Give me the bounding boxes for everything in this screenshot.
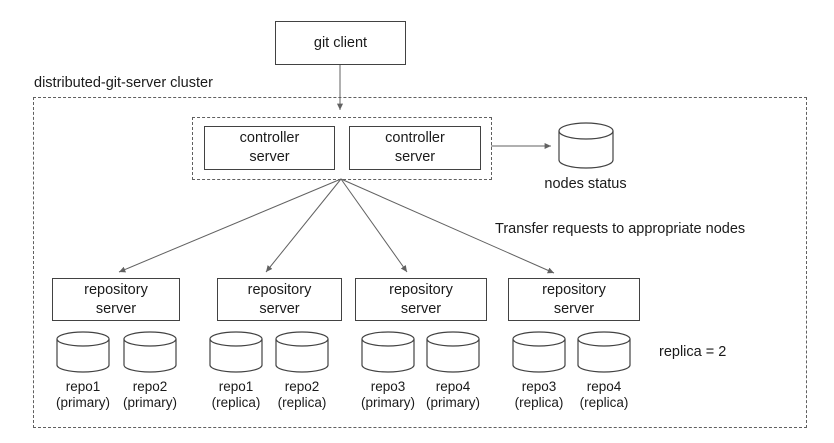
- repo-label-5: repo3 (primary): [353, 379, 423, 411]
- database-cylinder-icon: [361, 331, 415, 373]
- controller-server-node-1: controller server: [204, 126, 335, 170]
- repo-role: (replica): [579, 395, 629, 410]
- repo-role: (primary): [361, 395, 415, 410]
- database-cylinder-icon: [56, 331, 110, 373]
- repository-server-node-3: repository server: [355, 278, 487, 321]
- repo-label-4: repo2 (replica): [267, 379, 337, 411]
- repo-database-5: [361, 331, 415, 373]
- transfer-note: Transfer requests to appropriate nodes: [495, 221, 746, 237]
- database-cylinder-icon: [275, 331, 329, 373]
- cluster-boundary: [33, 97, 807, 428]
- repo-role: (primary): [123, 395, 177, 410]
- repo-name: repo3: [370, 379, 406, 394]
- repository-server-label: repository server: [542, 281, 606, 317]
- controller-server-label: controller server: [239, 130, 300, 165]
- git-client-node: git client: [275, 21, 406, 65]
- nodes-status-database: [558, 122, 614, 169]
- repo-name: repo2: [284, 379, 320, 394]
- repo-database-8: [577, 331, 631, 373]
- repository-server-node-1: repository server: [52, 278, 180, 321]
- repo-label-3: repo1 (replica): [201, 379, 271, 411]
- repo-role: (primary): [426, 395, 480, 410]
- repo-database-1: [56, 331, 110, 373]
- replica-note: replica = 2: [659, 344, 727, 360]
- repo-name: repo4: [586, 379, 622, 394]
- repo-database-2: [123, 331, 177, 373]
- repository-server-label: repository server: [247, 281, 312, 317]
- repo-database-3: [209, 331, 263, 373]
- database-cylinder-icon: [558, 122, 614, 169]
- repository-server-node-4: repository server: [508, 278, 640, 321]
- repo-name: repo4: [435, 379, 471, 394]
- repo-name: repo1: [218, 379, 254, 394]
- repo-database-4: [275, 331, 329, 373]
- database-cylinder-icon: [123, 331, 177, 373]
- repo-role: (replica): [277, 395, 327, 410]
- database-cylinder-icon: [209, 331, 263, 373]
- repo-label-2: repo2 (primary): [115, 379, 185, 411]
- nodes-status-label: nodes status: [544, 176, 627, 192]
- repo-role: (replica): [514, 395, 564, 410]
- repository-server-node-2: repository server: [217, 278, 342, 321]
- controller-group-boundary: [192, 117, 492, 180]
- database-cylinder-icon: [577, 331, 631, 373]
- repo-name: repo1: [65, 379, 101, 394]
- repo-database-6: [426, 331, 480, 373]
- repo-role: (primary): [56, 395, 110, 410]
- repository-server-label: repository server: [389, 281, 453, 317]
- controller-server-node-2: controller server: [349, 126, 481, 170]
- repo-label-7: repo3 (replica): [504, 379, 574, 411]
- cluster-title: distributed-git-server cluster: [34, 75, 213, 91]
- repo-role: (replica): [211, 395, 261, 410]
- repository-server-label: repository server: [84, 281, 148, 317]
- repo-name: repo2: [132, 379, 168, 394]
- repo-name: repo3: [521, 379, 557, 394]
- repo-label-1: repo1 (primary): [48, 379, 118, 411]
- repo-label-8: repo4 (replica): [569, 379, 639, 411]
- database-cylinder-icon: [512, 331, 566, 373]
- repo-label-6: repo4 (primary): [418, 379, 488, 411]
- controller-server-label: controller server: [385, 130, 445, 165]
- database-cylinder-icon: [426, 331, 480, 373]
- git-client-label: git client: [313, 34, 368, 51]
- repo-database-7: [512, 331, 566, 373]
